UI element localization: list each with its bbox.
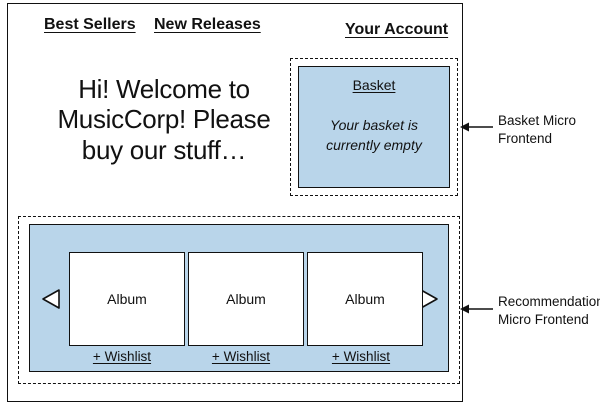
basket-empty-message: Your basket is currently empty (311, 115, 437, 156)
basket-micro-frontend-boundary (290, 58, 458, 196)
welcome-line: MusicCorp! Please (57, 104, 271, 135)
album-label: Album (345, 291, 385, 307)
basket-message-line: Your basket is (330, 117, 418, 133)
album-card-1[interactable]: Album (69, 252, 185, 346)
triangle-left-icon[interactable] (41, 288, 61, 310)
recommendation-callout-arrowhead (460, 304, 469, 314)
album-card-3[interactable]: Album (307, 252, 423, 346)
nav-new-releases-link[interactable]: New Releases (154, 16, 261, 33)
welcome-message: Hi! Welcome to MusicCorp! Please buy our… (54, 74, 274, 165)
basket-message-line: currently empty (326, 137, 422, 154)
callout-line: Micro Frontend (498, 311, 589, 327)
callout-line: Recommendation (498, 294, 600, 309)
welcome-line: Hi! Welcome to (78, 74, 250, 104)
recommendation-micro-frontend-boundary (18, 216, 460, 384)
add-to-wishlist-link-3[interactable]: + Wishlist (331, 349, 391, 364)
album-label: Album (107, 291, 147, 307)
add-to-wishlist-link-2[interactable]: + Wishlist (211, 349, 271, 364)
add-to-wishlist-link-1[interactable]: + Wishlist (92, 349, 152, 364)
callout-line: Basket Micro (498, 113, 577, 128)
album-label: Album (226, 291, 266, 307)
nav-best-sellers-link[interactable]: Best Sellers (44, 16, 136, 33)
album-card-2[interactable]: Album (188, 252, 304, 346)
basket-callout-arrowhead (460, 122, 469, 132)
nav-your-account-link[interactable]: Your Account (345, 21, 449, 38)
callout-line: Frontend (498, 130, 553, 146)
basket-title[interactable]: Basket (352, 77, 396, 93)
recommendation-callout-label: Recommendation Micro Frontend (498, 293, 600, 329)
basket-panel: Basket Your basket is currently empty (298, 66, 450, 188)
welcome-line: buy our stuff… (81, 134, 247, 165)
basket-callout-label: Basket Micro Frontend (498, 112, 576, 148)
